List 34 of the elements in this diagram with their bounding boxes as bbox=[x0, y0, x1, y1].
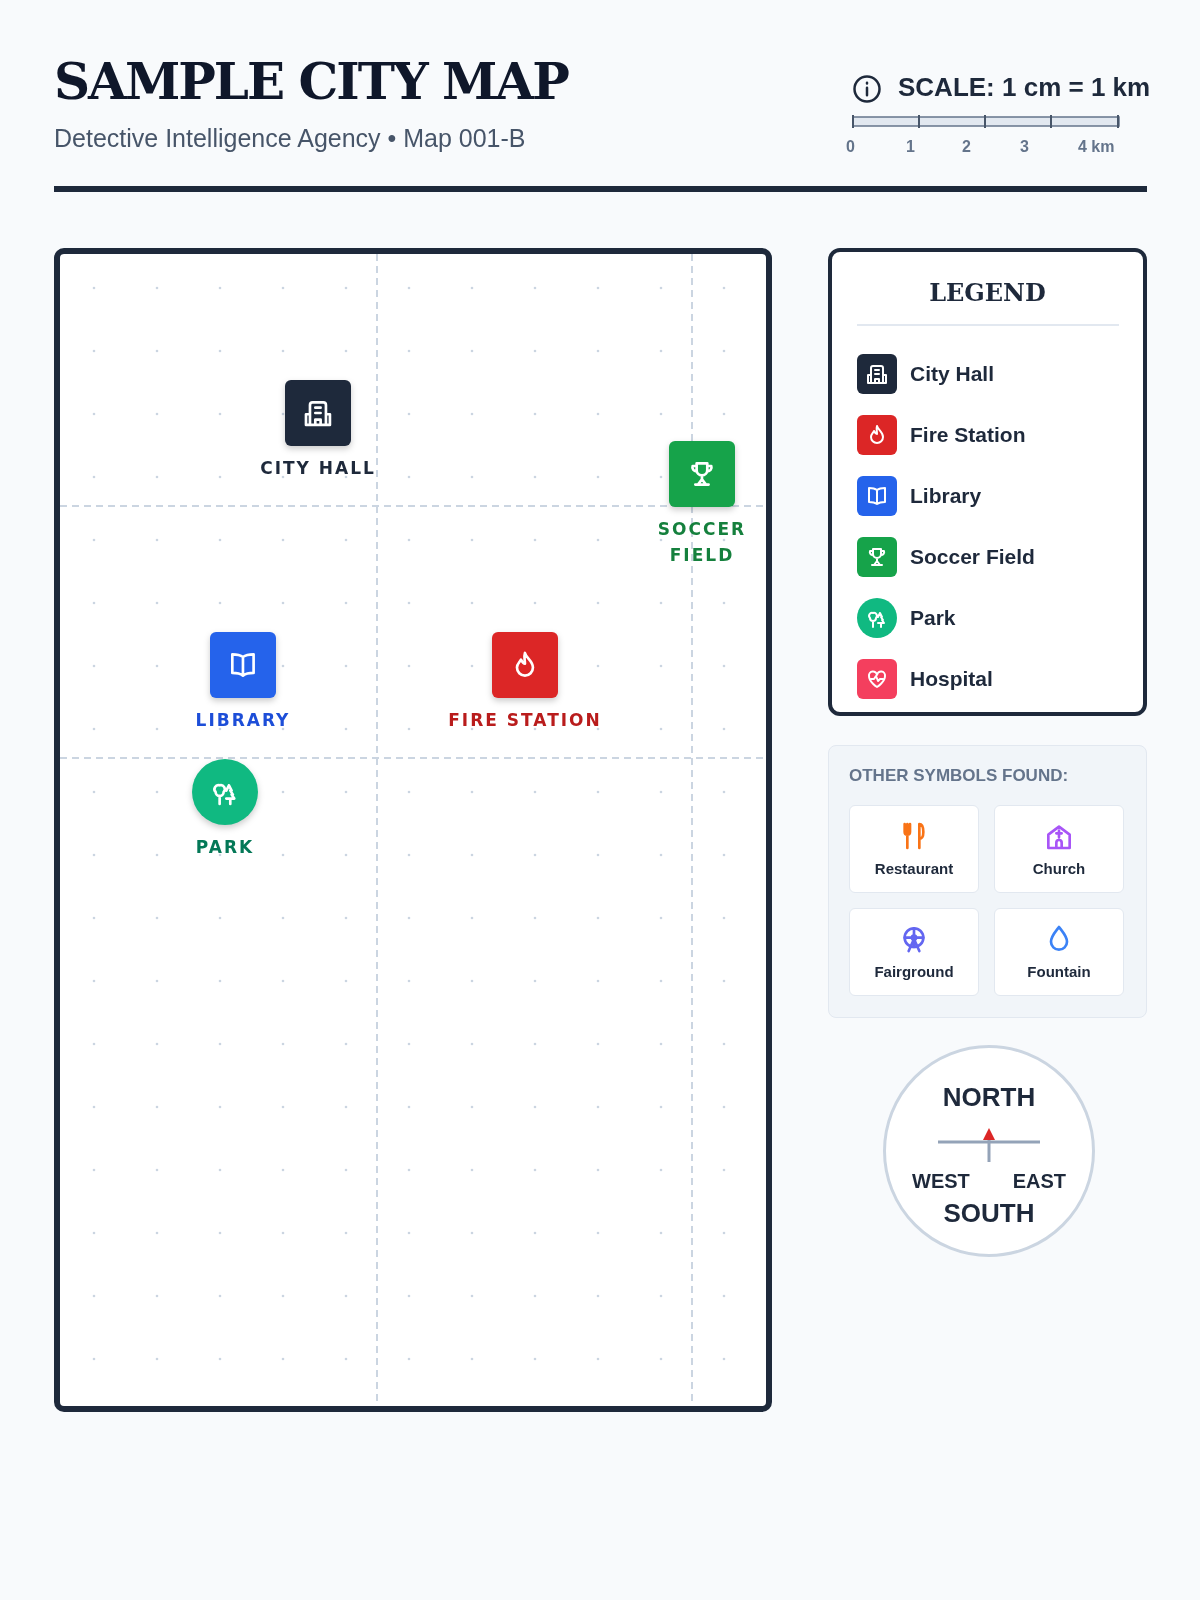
symbols-panel bbox=[828, 745, 1147, 1018]
legend-label: Fire Station bbox=[910, 423, 1026, 447]
symbol-label: Fountain bbox=[1026, 963, 1092, 980]
marker-label: FIRE STATION bbox=[447, 709, 603, 732]
direction-label: SOUTH bbox=[942, 1198, 1036, 1229]
direction-label: EAST bbox=[1012, 1170, 1066, 1193]
symbol-card bbox=[994, 805, 1124, 893]
legend-label: Hospital bbox=[910, 667, 993, 691]
scale-tick-label: 4 km bbox=[1078, 138, 1115, 156]
marker-label: PARK bbox=[194, 836, 256, 859]
symbol-card bbox=[994, 908, 1124, 996]
symbol-label: Church bbox=[1031, 860, 1087, 877]
scale-tick-label: 1 bbox=[906, 138, 915, 156]
direction-label: NORTH bbox=[941, 1082, 1037, 1113]
legend-heading: LEGEND bbox=[928, 278, 1047, 307]
direction-label: WEST bbox=[912, 1170, 970, 1193]
legend-label: Library bbox=[910, 484, 982, 508]
panel-heading: OTHER SYMBOLS FOUND: bbox=[849, 766, 1069, 786]
symbol-label: Fairground bbox=[873, 963, 955, 980]
scale-heading: SCALE: 1 cm = 1 km bbox=[898, 72, 1151, 103]
legend-label: Park bbox=[910, 606, 956, 630]
scale-tick-label: 2 bbox=[962, 138, 971, 156]
subtitle: Detective Intelligence Agency • Map 001-B bbox=[54, 124, 526, 153]
legend-label: Soccer Field bbox=[910, 545, 1035, 569]
marker-label: CITY HALL bbox=[259, 457, 377, 480]
marker-label: LIBRARY bbox=[194, 709, 292, 732]
page-title: SAMPLE CITY MAP bbox=[54, 52, 568, 111]
legend-label: City Hall bbox=[910, 362, 995, 386]
scale-tick-label: 0 bbox=[846, 138, 855, 156]
symbol-card bbox=[849, 805, 979, 893]
scale-tick-label: 3 bbox=[1020, 138, 1029, 156]
symbol-label: Restaurant bbox=[873, 860, 955, 877]
symbol-card bbox=[849, 908, 979, 996]
marker-label: SOCCER FIELD bbox=[656, 518, 748, 567]
